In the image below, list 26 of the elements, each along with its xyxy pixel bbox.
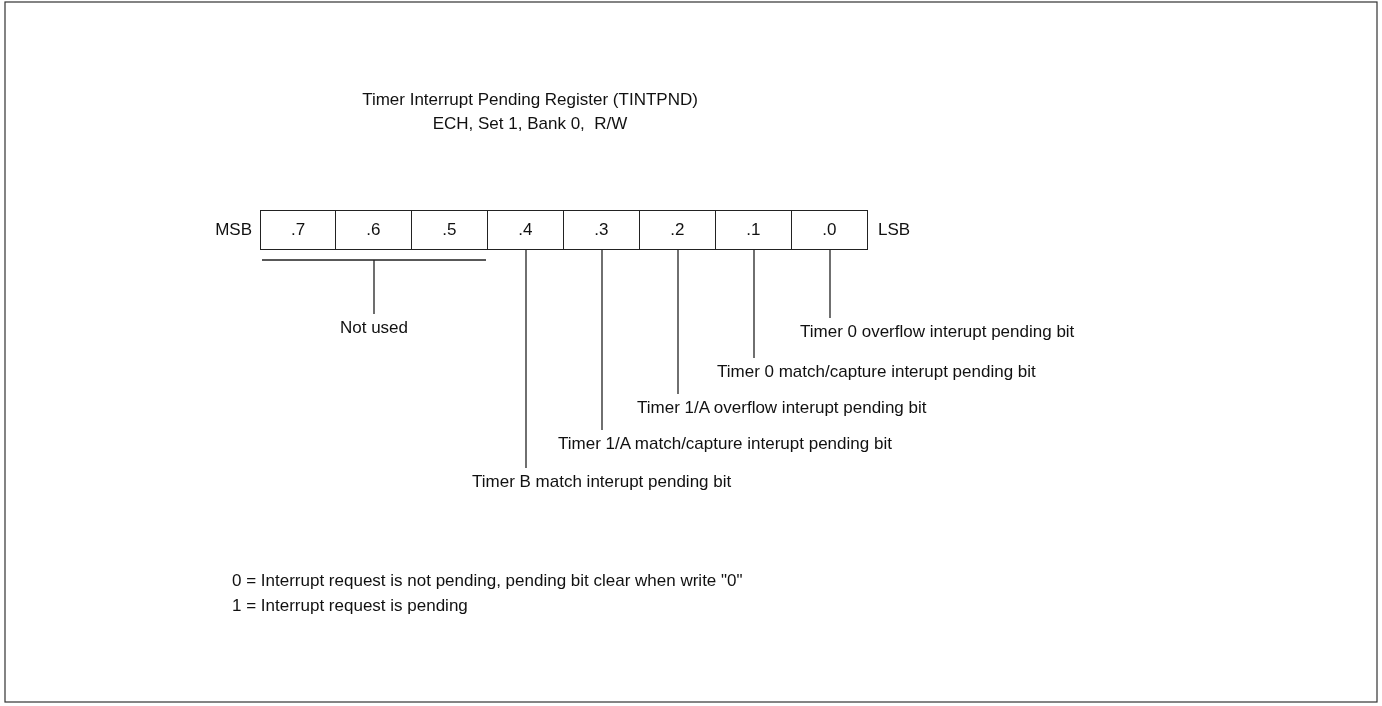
leader-line (753, 249, 755, 359)
register-address: ECH, Set 1, Bank 0, R/W (432, 114, 628, 134)
note-text: 0 = Interrupt request is not pending, pending bit clear when write "0" (232, 571, 743, 591)
register-title: Timer Interrupt Pending Register (TINTPND) (362, 90, 698, 110)
leader-line (677, 249, 679, 395)
bit-field-description: Not used (340, 318, 408, 338)
bit-description: Timer 0 match/capture interupt pending bit (717, 362, 1036, 382)
msb-label: MSB (215, 220, 252, 240)
register-bit-cell: .3 (562, 210, 640, 250)
leader-line (601, 249, 603, 431)
register-bit-cell: .5 (410, 210, 488, 250)
bit-description: Timer 1/A match/capture interupt pending bit (558, 434, 892, 454)
bit-description: Timer B match interupt pending bit (472, 472, 732, 492)
bracket-leader-line (261, 259, 487, 315)
register-bit-cell: .7 (260, 210, 336, 250)
leader-line (525, 249, 527, 469)
register-bit-cell: .1 (714, 210, 792, 250)
leader-line (829, 249, 831, 319)
register-bit-cell: .0 (790, 210, 868, 250)
note-text: 1 = Interrupt request is pending (232, 596, 468, 616)
register-bit-cell: .2 (638, 210, 716, 250)
register-bit-cell: .4 (486, 210, 564, 250)
lsb-label: LSB (878, 220, 911, 240)
bit-description: Timer 1/A overflow interupt pending bit (637, 398, 927, 418)
bit-description: Timer 0 overflow interupt pending bit (800, 322, 1075, 342)
register-bit-cell: .6 (334, 210, 412, 250)
